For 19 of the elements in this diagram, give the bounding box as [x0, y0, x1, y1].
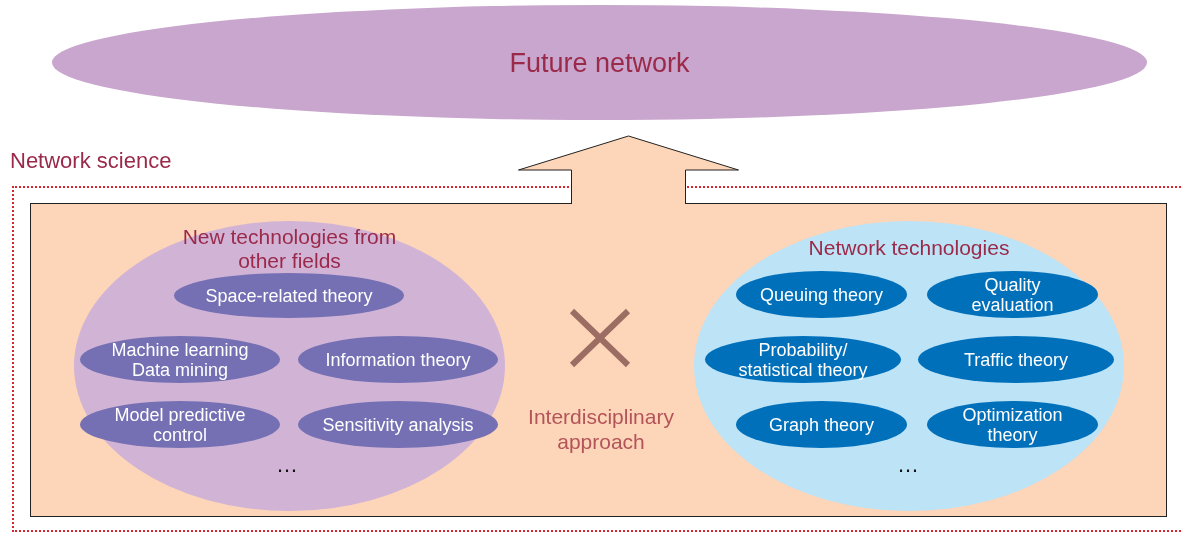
topic-ellipse: Optimization theory — [927, 401, 1098, 448]
topic-ellipse: Probability/ statistical theory — [705, 336, 901, 383]
topic-ellipse: Space-related theory — [174, 273, 404, 318]
topic-ellipse: Traffic theory — [918, 336, 1114, 383]
topic-ellipse: Quality evaluation — [927, 271, 1098, 318]
topic-ellipse: Queuing theory — [736, 271, 907, 318]
ellipsis-mark: … — [275, 452, 299, 478]
goal-ellipse: Future network — [52, 5, 1147, 120]
topic-ellipse: Graph theory — [736, 401, 907, 448]
topic-ellipse: Machine learning Data mining — [80, 336, 280, 383]
topic-ellipse: Sensitivity analysis — [298, 401, 498, 448]
group-title: Network technologies — [807, 236, 1011, 260]
approach-label: Interdisciplinary approach — [527, 404, 675, 454]
region-title: Network science — [10, 148, 172, 174]
ellipsis-mark: … — [896, 452, 920, 478]
group-title: New technologies from other fields — [181, 225, 398, 273]
topic-ellipse: Information theory — [298, 336, 498, 383]
arrow — [518, 135, 739, 205]
topic-ellipse: Model predictive control — [80, 401, 280, 448]
